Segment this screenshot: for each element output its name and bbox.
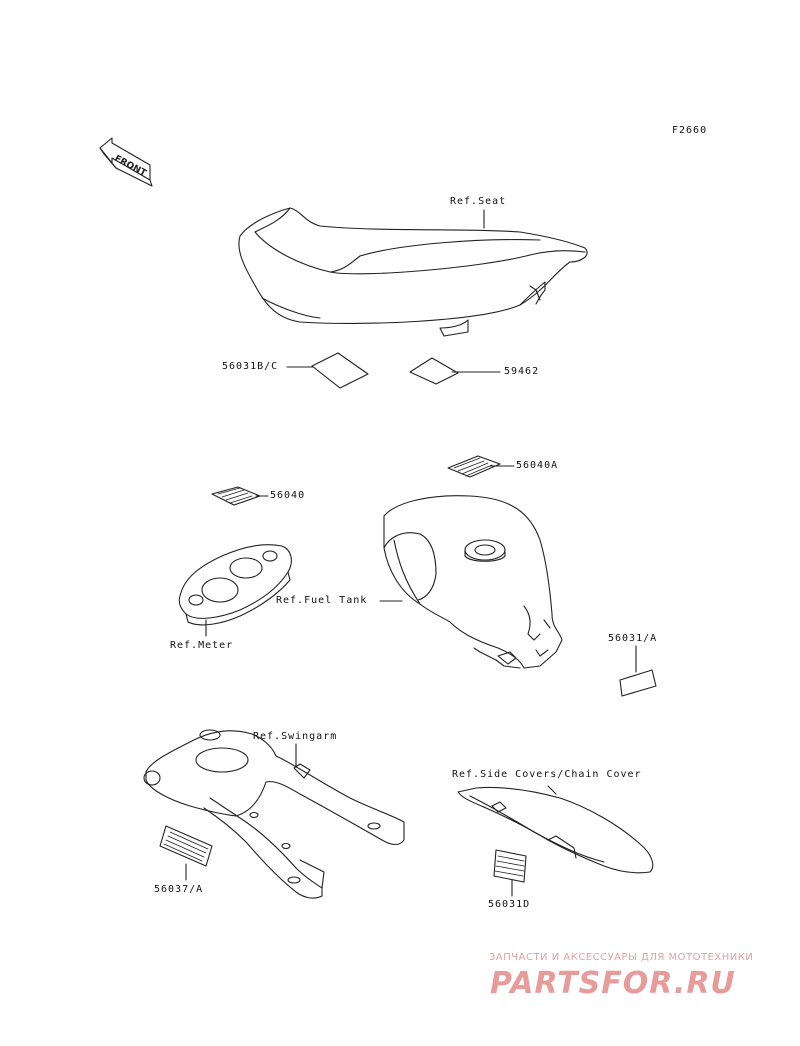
swingarm-drawing: [143, 729, 405, 899]
seat-drawing: [238, 207, 588, 337]
label-ref-swingarm[interactable]: Ref.Swingarm: [253, 731, 338, 742]
watermark-subtitle: ЗАПЧАСТИ И АКСЕССУАРЫ ДЛЯ МОТОТЕХНИКИ: [489, 952, 754, 963]
chain-cover-drawing: [457, 785, 654, 874]
fuel-tank-drawing: [379, 495, 563, 669]
decal-56040a-shape: [447, 455, 515, 478]
decal-56040-shape: [211, 486, 269, 506]
label-ref-fuel-tank[interactable]: Ref.Fuel Tank: [276, 595, 368, 606]
figure-code: F2660: [672, 125, 708, 136]
meter-drawing: [178, 544, 292, 637]
decal-56031d-shape: [493, 849, 527, 897]
label-56037a[interactable]: 56037/A: [154, 884, 204, 895]
label-56031a[interactable]: 56031/A: [608, 633, 658, 644]
label-ref-side-covers[interactable]: Ref.Side Covers/Chain Cover: [452, 769, 642, 780]
label-56031d[interactable]: 56031D: [488, 899, 531, 910]
decal-56031a-shape: [619, 645, 657, 697]
label-56031bc[interactable]: 56031B/C: [222, 361, 279, 372]
decal-56037a-shape: [159, 825, 213, 881]
label-56040a[interactable]: 56040A: [516, 460, 559, 471]
decal-59462-shape: [409, 357, 459, 385]
label-56040[interactable]: 56040: [270, 490, 306, 501]
label-59462[interactable]: 59462: [504, 366, 540, 377]
front-arrow-icon: FRONT: [99, 137, 153, 187]
label-ref-seat[interactable]: Ref.Seat: [450, 196, 507, 207]
watermark-logo: PARTSFOR.RU: [490, 966, 736, 1001]
label-ref-meter[interactable]: Ref.Meter: [170, 640, 234, 651]
decal-56031bc-shape: [311, 352, 369, 389]
